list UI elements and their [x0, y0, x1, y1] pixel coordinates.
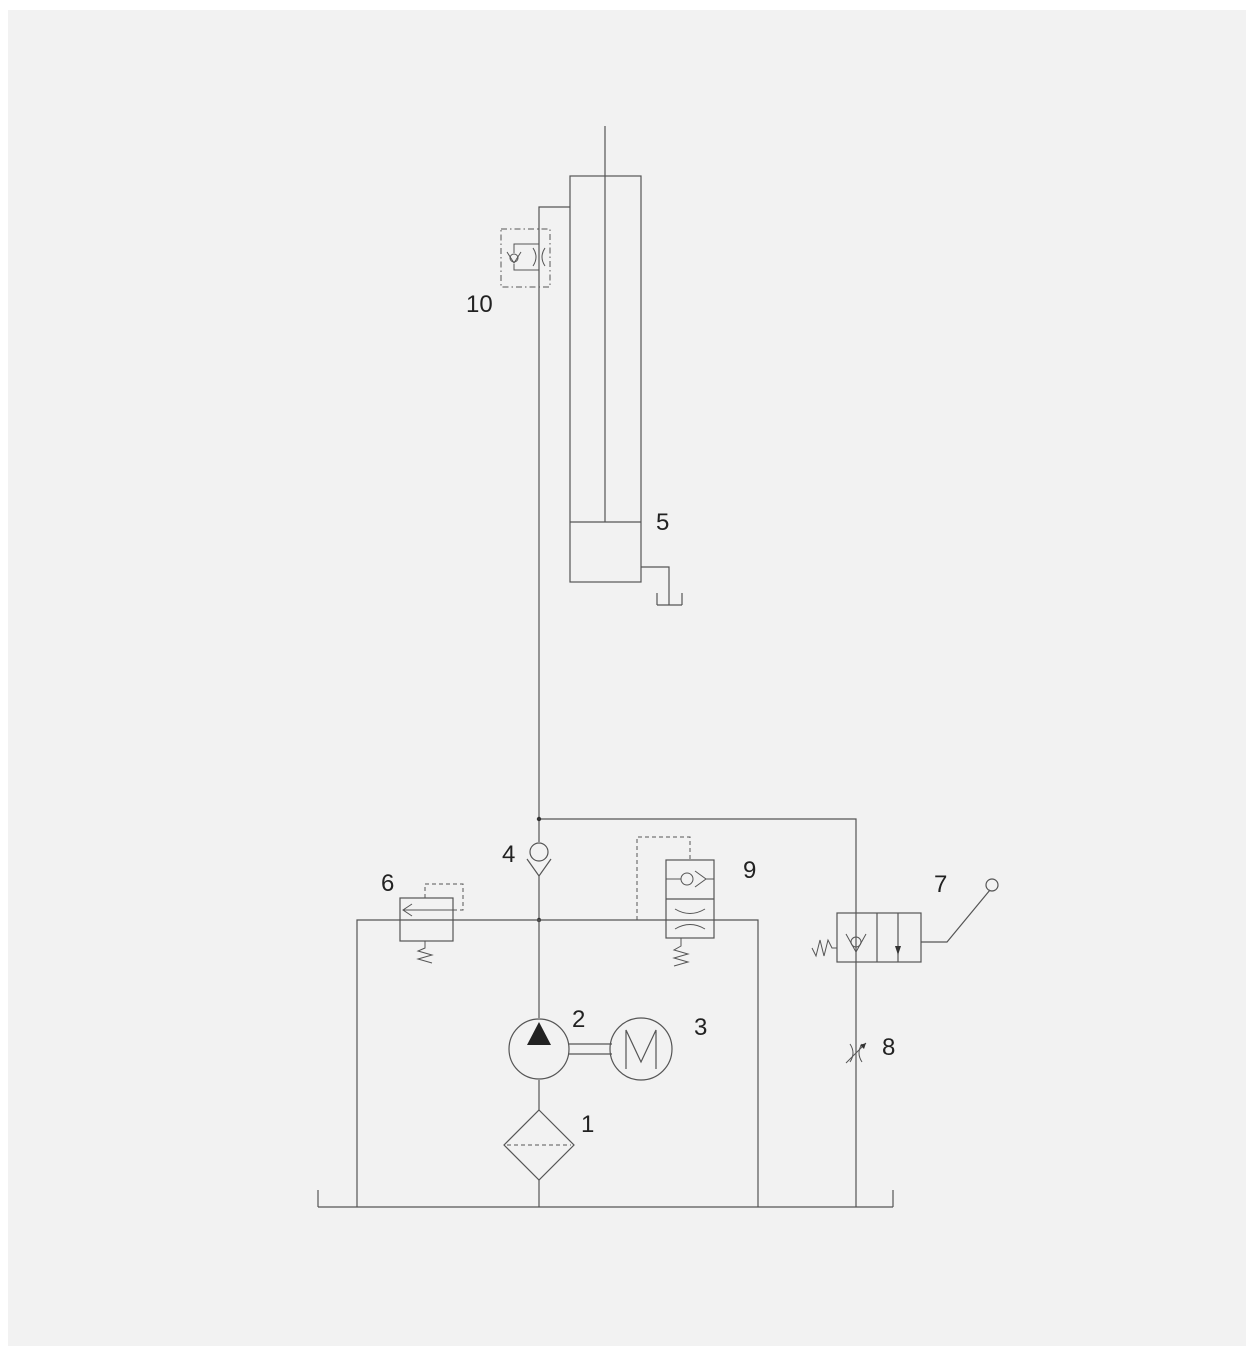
oil-tank	[317, 1190, 894, 1208]
check-valve-label: 4	[502, 841, 515, 868]
return-branch-line	[539, 818, 857, 1207]
relief-valve-label: 6	[381, 870, 394, 897]
pump-label: 2	[572, 1006, 585, 1033]
diagram-background	[8, 10, 1246, 1346]
electric-motor	[609, 1017, 673, 1081]
sequence-valve-label: 9	[743, 857, 756, 884]
relief-valve	[399, 883, 464, 964]
check-valve	[526, 842, 552, 878]
pressure-loop-line	[356, 919, 759, 1207]
throttle-valve	[845, 1042, 867, 1064]
sequence-valve	[636, 836, 715, 967]
directional-valve-label: 7	[934, 871, 947, 898]
main-pressure-line	[538, 206, 570, 920]
throttle-valve-label: 8	[882, 1034, 895, 1061]
junction-dot	[536, 816, 542, 822]
cylinder-label: 5	[656, 509, 669, 536]
coupling-shaft	[569, 1043, 612, 1055]
motor-label: 3	[694, 1014, 707, 1041]
hydraulic-cylinder	[569, 126, 683, 606]
directional-control-valve	[811, 878, 999, 963]
one-way-throttle-label: 10	[466, 291, 493, 318]
one-way-throttle-valve	[500, 228, 551, 288]
hydraulic-pump	[508, 1018, 570, 1080]
filter-label: 1	[581, 1111, 594, 1138]
